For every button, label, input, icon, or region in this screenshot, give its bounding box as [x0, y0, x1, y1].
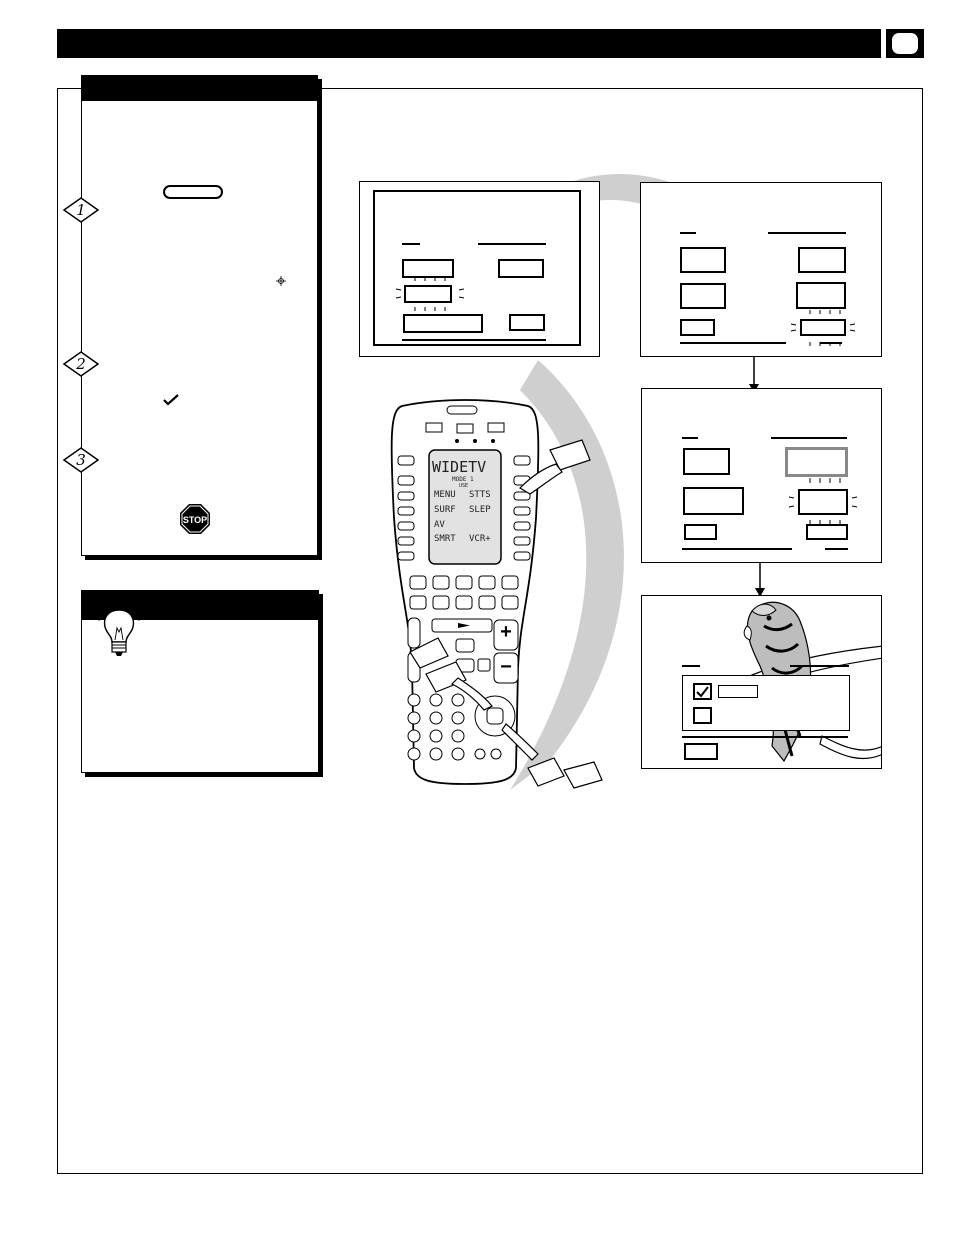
step-1-badge: 1: [62, 197, 100, 223]
submenu-option-box: [683, 448, 730, 475]
submenu-option-box: [680, 283, 726, 309]
menu-option-box: [402, 259, 454, 278]
menu-option-wide-box: [403, 314, 483, 333]
pointing-hand-icon: [501, 723, 603, 789]
step-1-number: 1: [76, 201, 86, 219]
menu-option-box: [498, 259, 544, 278]
submenu-title-rule: [680, 232, 696, 234]
main-content-frame: [57, 88, 923, 1174]
submenu-option-selected-gray: [785, 447, 848, 477]
highlight-flash-marks: [790, 310, 856, 346]
highlight-flash-marks: [788, 478, 858, 525]
steps-panel-header: [81, 75, 318, 101]
page-number-box: [892, 33, 918, 54]
checklist-footer-rule: [682, 736, 848, 738]
remote-control: [390, 399, 540, 785]
submenu-option-box: [683, 487, 744, 515]
menu-footer-rule: [402, 339, 546, 341]
menu-subtitle-rule: [478, 243, 546, 245]
lcd-item-stts[interactable]: STTS: [469, 490, 491, 500]
step-2-badge: 2: [62, 351, 100, 377]
steps-panel: [81, 75, 318, 556]
stop-sign-icon: STOP: [180, 504, 210, 534]
lcd-subtitle: MODE 1: [452, 476, 474, 483]
submenu-option-box: [806, 524, 848, 540]
submenu-subtitle-rule: [768, 232, 846, 234]
submenu-footer-rule: [682, 548, 792, 550]
header-bar: [57, 29, 881, 58]
stop-sign-label: STOP: [183, 515, 207, 525]
checkbox-unchecked: [693, 707, 712, 724]
checklist-title-rule: [682, 665, 700, 667]
lcd-item-menu[interactable]: MENU: [434, 490, 456, 500]
checkmark-icon: [696, 686, 709, 698]
pointing-hand-icon: [409, 637, 493, 711]
lightbulb-icon: [92, 597, 146, 656]
submenu-title-rule: [682, 437, 698, 439]
submenu-option-box: [680, 247, 726, 273]
lcd-item-smrt[interactable]: SMRT: [434, 534, 456, 544]
submenu-option-box: [796, 282, 846, 309]
lcd-item-av[interactable]: AV: [434, 520, 445, 530]
tv-screen-main-menu: [359, 181, 600, 357]
submenu-small-box: [684, 524, 717, 540]
pointing-hand-icon: [519, 439, 591, 495]
lcd-item-surf[interactable]: SURF: [434, 505, 456, 515]
lcd-subtitle-2: USE: [459, 483, 469, 489]
submenu-option-box: [798, 247, 846, 273]
checklist-subtitle-rule: [790, 665, 849, 667]
submenu-small-box: [680, 319, 715, 336]
lcd-item-vcr-plus[interactable]: VCR+: [469, 534, 491, 544]
submenu-subtitle-rule: [771, 437, 847, 439]
volume-up-icon[interactable]: +: [500, 621, 512, 643]
steps-connector-line: [81, 200, 82, 470]
down-arrow-icon: [755, 562, 765, 597]
submenu-footer-rule-2: [820, 342, 842, 344]
submenu-option-highlighted: [798, 489, 848, 515]
checklist-button-box: [684, 743, 718, 760]
lcd-item-slep[interactable]: SLEP: [469, 505, 491, 515]
submenu-footer-rule-2: [825, 548, 848, 550]
menu-option-small-box: [509, 314, 545, 331]
checkbox-checked: [693, 683, 712, 700]
checklist-label-box: [718, 685, 758, 698]
lcd-title: WIDETV: [432, 458, 487, 476]
volume-down-icon[interactable]: −: [500, 656, 512, 678]
checkmark-icon: [163, 394, 179, 406]
tip-panel: [81, 590, 319, 773]
menu-option-highlighted: [404, 285, 452, 303]
cursor-icon: [276, 276, 286, 286]
step-3-badge: 3: [62, 447, 100, 473]
step-2-number: 2: [75, 355, 86, 373]
submenu-footer-rule: [680, 342, 786, 344]
menu-button-pill: [163, 185, 223, 199]
menu-title-rule: [402, 243, 420, 245]
submenu-option-highlighted: [800, 319, 846, 336]
step-3-number: 3: [76, 451, 86, 469]
highlight-flash-marks: [395, 277, 465, 311]
tv-screen-inner-frame: [373, 190, 581, 346]
